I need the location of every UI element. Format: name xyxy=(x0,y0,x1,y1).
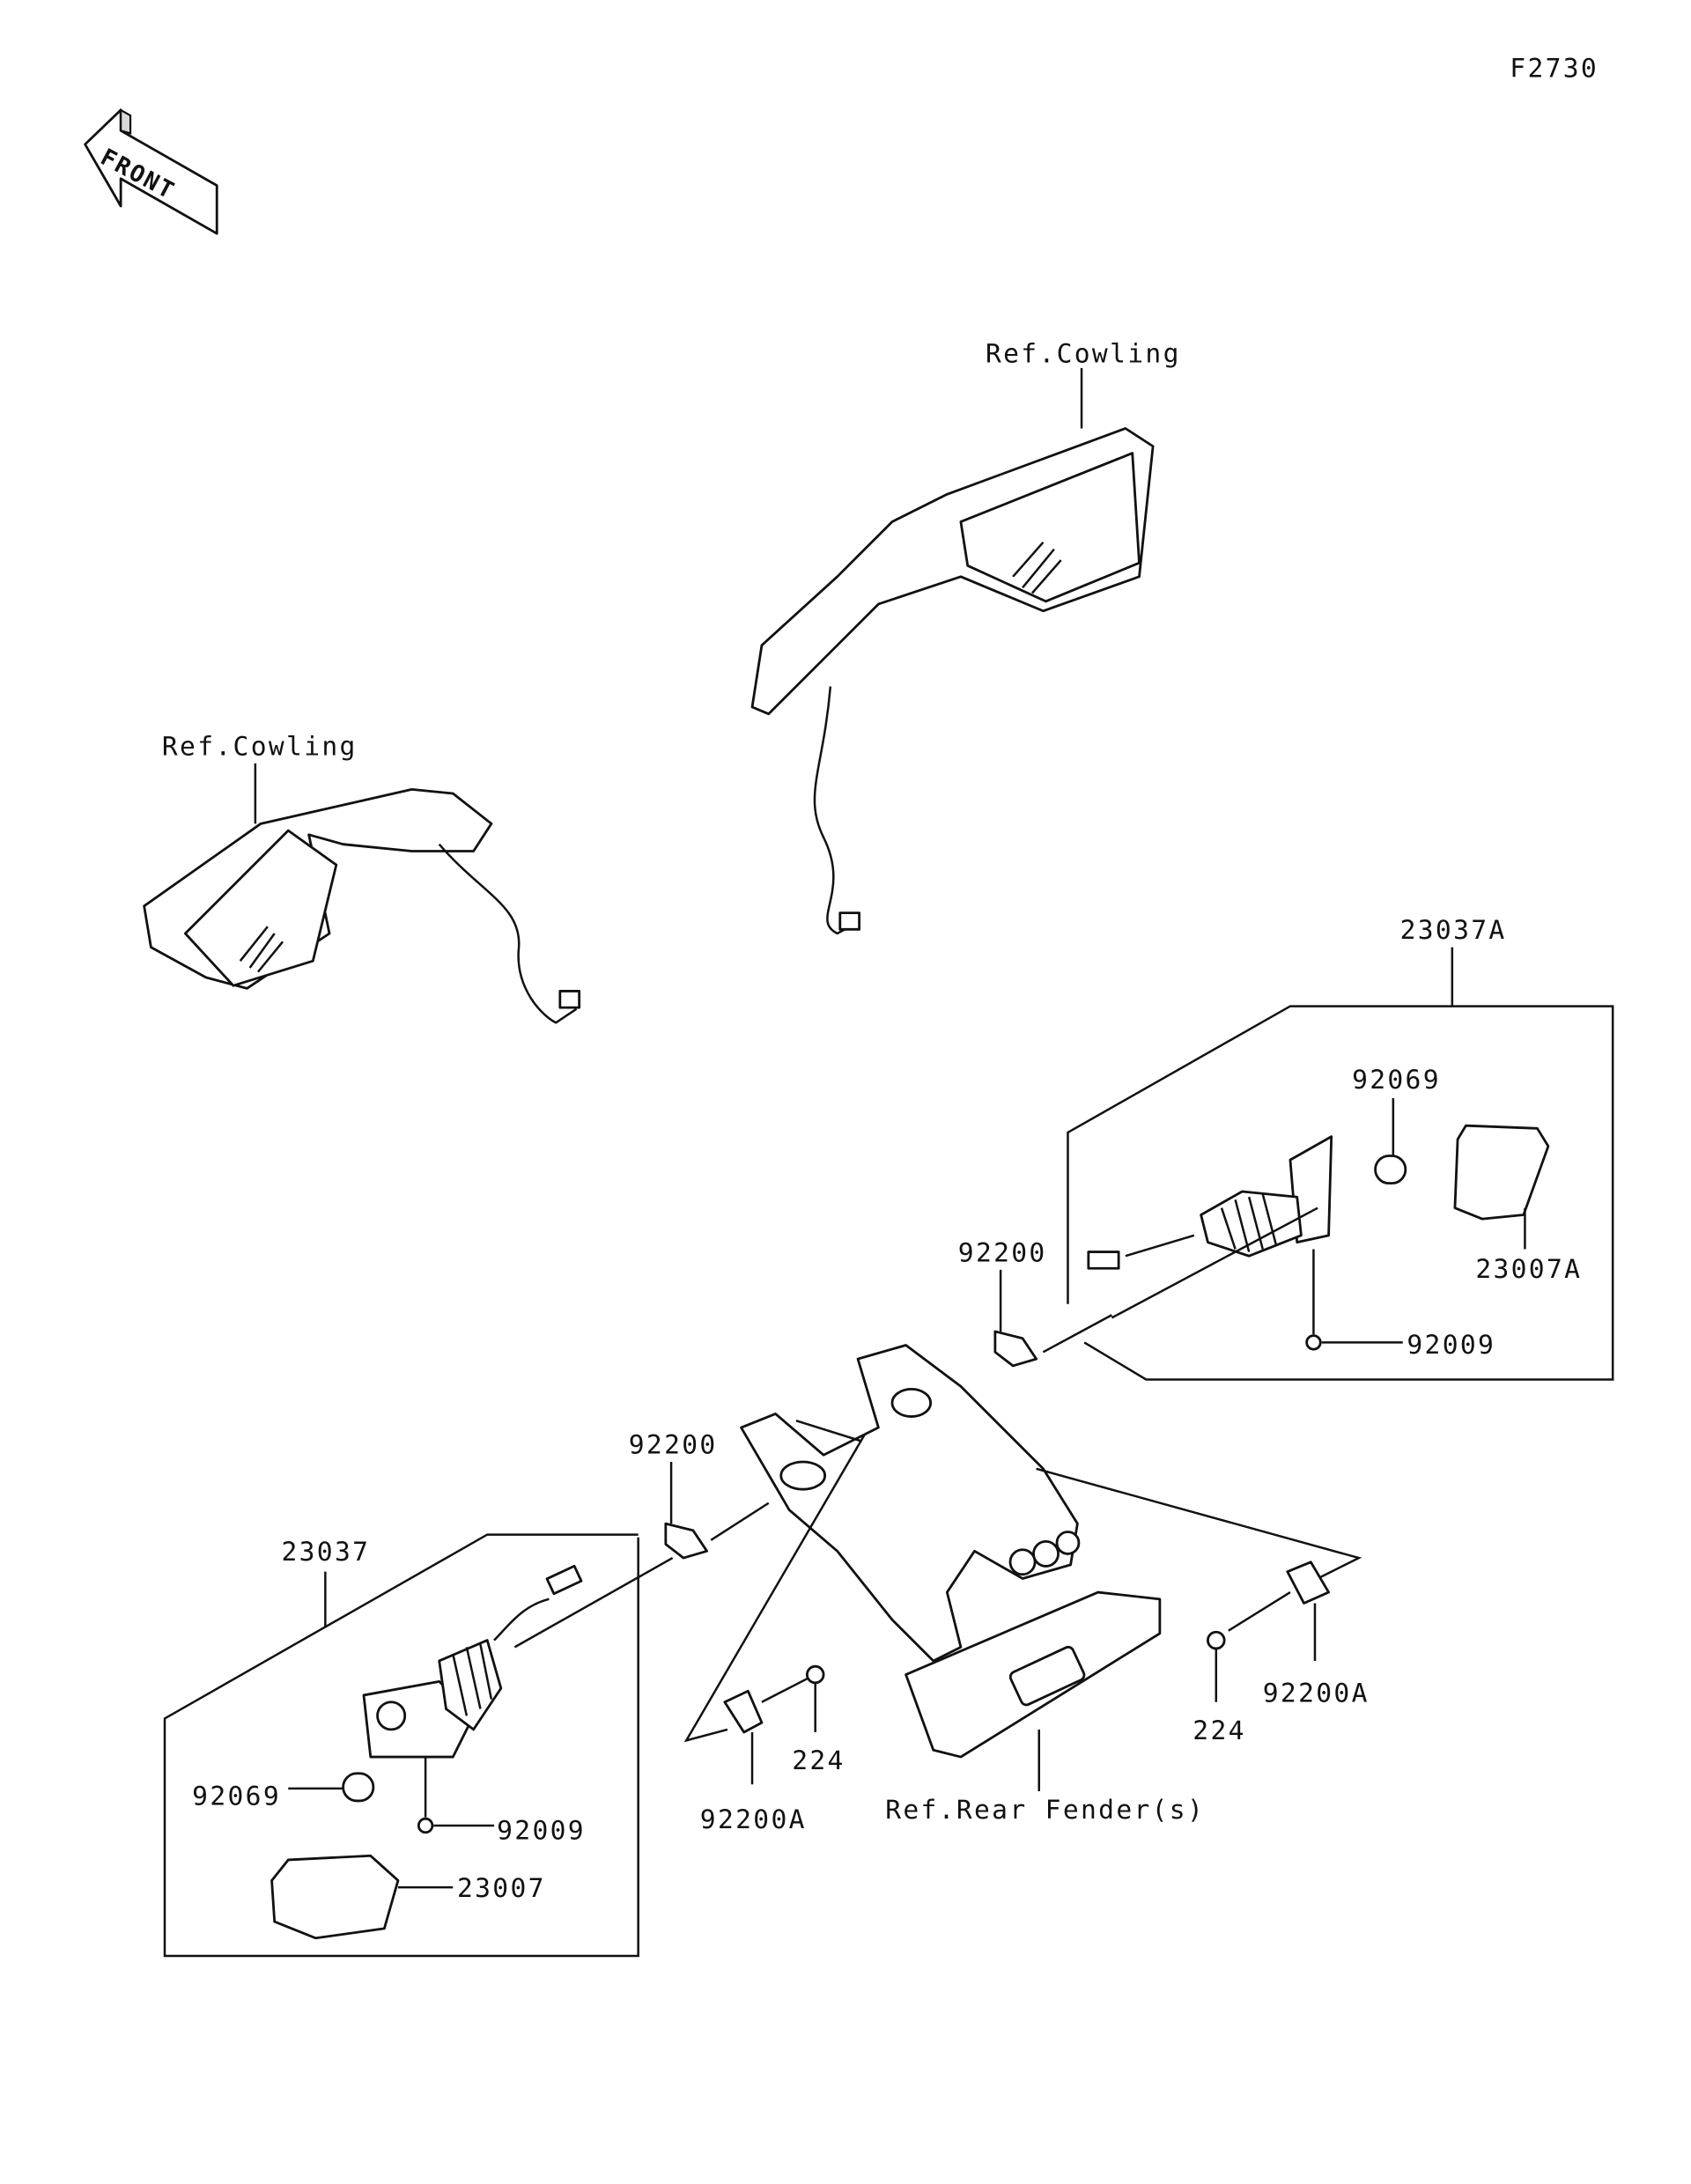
label-92200A-right: 92200A xyxy=(1263,1679,1370,1708)
lens-right xyxy=(1453,1124,1550,1250)
lens-left xyxy=(270,1854,454,1940)
screw-right xyxy=(1305,1249,1403,1351)
label-92009-left: 92009 xyxy=(497,1816,586,1846)
front-arrow-icon: FRONT xyxy=(84,108,218,235)
bolt-right xyxy=(1207,1630,1226,1702)
clip-right xyxy=(1228,1561,1330,1661)
bulb-left xyxy=(288,1772,375,1803)
bulb-right xyxy=(1374,1098,1407,1185)
screw-left xyxy=(417,1757,495,1834)
grommet-left xyxy=(513,1462,770,1649)
label-23007A: 23007A xyxy=(1475,1254,1582,1284)
label-92200A-left: 92200A xyxy=(700,1804,807,1834)
left-mirror xyxy=(143,763,581,1024)
assy-left-box xyxy=(163,1533,639,1958)
turn-signal-left xyxy=(362,1564,583,1759)
label-92009-right: 92009 xyxy=(1407,1330,1495,1360)
assy-right-box xyxy=(1067,947,1614,1381)
label-ref-cowling-right: Ref.Cowling xyxy=(986,339,1181,369)
label-92069-right: 92069 xyxy=(1352,1065,1441,1095)
label-23007: 23007 xyxy=(457,1873,546,1903)
label-92200-left: 92200 xyxy=(629,1430,718,1460)
label-92200-right: 92200 xyxy=(958,1237,1047,1267)
label-224-right: 224 xyxy=(1193,1715,1246,1745)
turn-signal-right xyxy=(1087,1135,1333,1319)
rear-fender-bracket xyxy=(683,1344,1362,1792)
clip-left xyxy=(723,1676,811,1785)
grommet-right xyxy=(993,1269,1112,1368)
label-92069-left: 92069 xyxy=(192,1782,281,1811)
label-ref-cowling-left: Ref.Cowling xyxy=(162,731,358,761)
label-224-left: 224 xyxy=(792,1745,846,1775)
label-23037A: 23037A xyxy=(1400,915,1507,945)
bolt-left xyxy=(805,1664,825,1733)
label-ref-rear-fender: Ref.Rear Fender(s) xyxy=(885,1795,1205,1825)
right-mirror xyxy=(750,367,1155,935)
diagram-id: F2730 xyxy=(1510,54,1599,84)
label-23037: 23037 xyxy=(281,1537,370,1567)
